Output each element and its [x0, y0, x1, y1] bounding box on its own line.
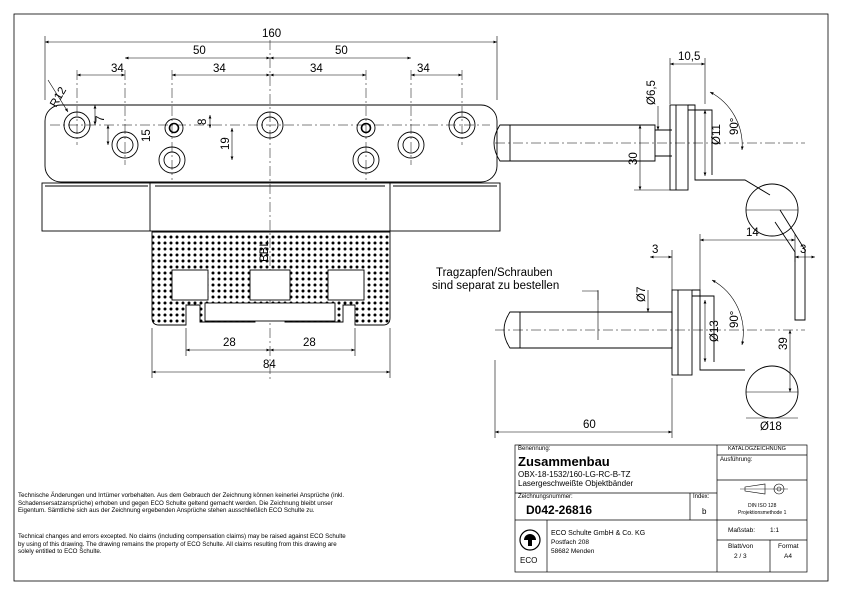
- front-view-bottom-leaf: [151, 231, 391, 326]
- label-bbl: BBL: [259, 240, 271, 262]
- sheet-frame: [13, 13, 829, 582]
- countersunk-holes: [63, 111, 476, 174]
- company-street: Postfach 208: [551, 539, 589, 546]
- dim-dia-18: Ø18: [760, 421, 782, 433]
- blatt-label: Blatt/von: [728, 543, 754, 550]
- dim-dia-6-5: Ø6,5: [646, 80, 658, 105]
- part-code: OBX-18-1532/160-LG-RC-B-TZ: [518, 470, 631, 479]
- dim-angle-bottom: 90°: [729, 311, 741, 328]
- index-value: b: [702, 507, 707, 516]
- drawing-number: D042-26816: [526, 503, 593, 517]
- dim-dia-13: Ø13: [709, 320, 721, 342]
- dim-half-right: 50: [335, 45, 348, 57]
- side-view-bottom: [503, 209, 806, 419]
- dim-half-left: 50: [193, 45, 206, 57]
- company-city: 58682 Menden: [551, 548, 595, 555]
- dim-overall-length: 160: [262, 28, 281, 40]
- katalog-label: KATALOGZEICHNUNG: [728, 446, 786, 452]
- dim-pitch-2: 34: [213, 63, 226, 75]
- dim-offset-19: 19: [220, 137, 232, 150]
- front-dimension-lines: [44, 36, 498, 378]
- legal-note-english: Technical changes and errors excepted. N…: [18, 533, 348, 556]
- center-lines: [50, 40, 805, 380]
- callout-leader: [582, 290, 599, 300]
- dim-offset-7: 7: [95, 116, 107, 122]
- projection-label: DIN ISO 128: [748, 503, 777, 509]
- dim-gap-3-right: 3: [800, 244, 806, 256]
- logo-text: ECO: [520, 556, 538, 565]
- dim-width-84: 84: [263, 359, 276, 371]
- legal-note-german: Technische Änderungen und Irrtümer vorbe…: [18, 492, 348, 515]
- dim-side-10-5: 10,5: [678, 51, 700, 63]
- callout-line-2: sind separat zu bestellen: [432, 280, 559, 292]
- dim-gap-3-left: 3: [652, 244, 658, 256]
- dim-length-60: 60: [583, 419, 596, 431]
- callout-line-1: Tragzapfen/Schrauben: [436, 267, 553, 279]
- dim-pitch-1: 34: [111, 63, 124, 75]
- benennung-label: Benennung:: [518, 446, 551, 452]
- dim-dia-11: Ø11: [711, 124, 723, 145]
- ausfuehrung-label: Ausführung:: [720, 457, 753, 463]
- side-view-top: [493, 104, 799, 237]
- eco-logo: [519, 529, 541, 551]
- title-block-grid: [514, 444, 808, 573]
- dim-height-30: 30: [628, 152, 640, 165]
- front-view-top-leaf: [44, 104, 498, 183]
- index-label: Index:: [693, 494, 710, 500]
- company-name: ECO Schulte GmbH & Co. KG: [551, 530, 646, 537]
- dim-pitch-4: 34: [417, 63, 430, 75]
- legal-note-german-text: Technische Änderungen und Irrtümer vorbe…: [18, 492, 345, 515]
- dim-height-39: 39: [778, 337, 790, 350]
- side-top-dimension-lines: [634, 58, 744, 191]
- dim-slot-28-right: 28: [303, 337, 316, 349]
- dim-slot-28-left: 28: [223, 337, 236, 349]
- legal-note-english-text: Technical changes and errors excepted. N…: [18, 533, 346, 556]
- dim-pitch-3: 34: [310, 63, 323, 75]
- drawing-title: Zusammenbau: [518, 454, 610, 469]
- massstab-label: Maßstab:: [728, 527, 756, 534]
- dim-offset-15: 15: [141, 129, 153, 142]
- top-leaf-plate: [44, 104, 498, 183]
- format-value: A4: [784, 553, 792, 560]
- zeichnungsnummer-label: Zeichnungsnummer:: [518, 494, 573, 500]
- hinge-barrel: [41, 182, 501, 232]
- projection-sub: Projektionsmethode 1: [738, 510, 787, 516]
- projection-symbol-icon: [740, 483, 788, 495]
- side-bottom-dimension-lines: [494, 234, 815, 438]
- part-description: Lasergeschweißte Objektbänder: [518, 479, 634, 488]
- dim-dia-7: Ø7: [636, 287, 648, 302]
- massstab-value: 1:1: [770, 527, 780, 534]
- format-label: Format: [778, 543, 799, 550]
- dim-radius: R12: [48, 85, 69, 109]
- dim-width-14: 14: [746, 227, 759, 239]
- dim-offset-8: 8: [197, 119, 209, 125]
- dim-angle-top: 90°: [729, 118, 741, 135]
- blatt-value: 2 / 3: [734, 553, 747, 560]
